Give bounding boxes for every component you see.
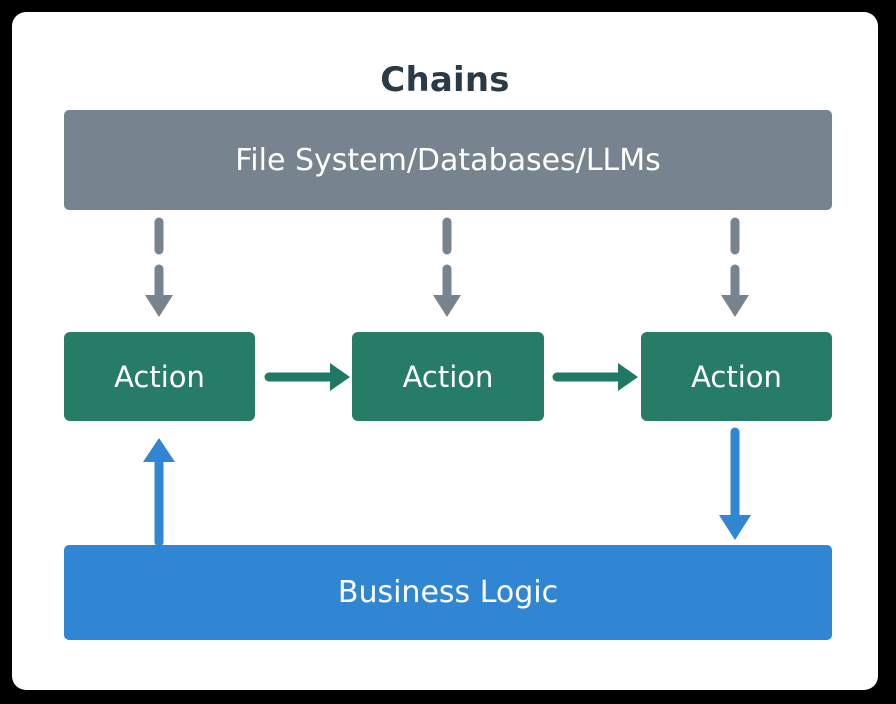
node-label-action-3: Action xyxy=(691,359,782,394)
node-label-action-2: Action xyxy=(402,359,494,394)
connector-action-2-to-action-3 xyxy=(552,363,638,391)
node-action-3: Action xyxy=(641,332,832,421)
node-label-source: File System/Databases/LLMs xyxy=(235,142,661,178)
node-action-1: Action xyxy=(64,332,255,421)
connector-source-to-action-3 xyxy=(721,217,749,317)
node-business-logic: Business Logic xyxy=(64,545,832,640)
node-label-action-1: Action xyxy=(114,359,205,394)
page-title: Chains xyxy=(380,60,510,100)
connector-business-logic-to-action-1 xyxy=(143,438,175,547)
node-label-business-logic: Business Logic xyxy=(337,575,559,610)
connector-source-to-action-1 xyxy=(145,217,173,317)
diagram-card: Chains File System/Databases/LLMs Action… xyxy=(12,12,878,690)
connector-source-to-action-2 xyxy=(433,217,461,317)
node-file-system-databases-llms: File System/Databases/LLMs xyxy=(64,110,832,210)
connector-action-1-to-action-2 xyxy=(264,363,350,391)
connector-action-3-to-business-logic xyxy=(719,427,751,540)
node-action-2: Action xyxy=(352,332,544,421)
